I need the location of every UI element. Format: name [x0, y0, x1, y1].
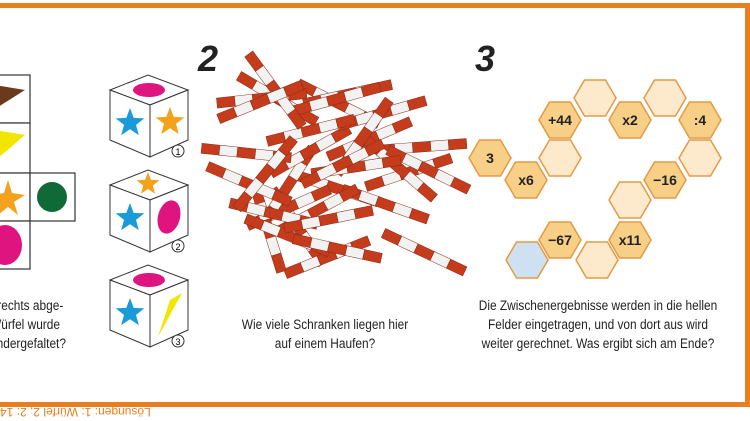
puzzle2-caption: Wie viele Schranken liegen hier auf eine…: [228, 315, 422, 353]
caption-line: Die Zwischenergebnisse werden in die hel…: [478, 298, 718, 313]
puzzle1-caption: r rechts abge- Würfel wurde andergefalte…: [0, 296, 66, 353]
cell-label: −67: [548, 232, 572, 248]
caption-line: andergefaltet?: [0, 336, 66, 351]
result-cell[interactable]: [505, 241, 549, 279]
cell-label: x2: [622, 112, 638, 128]
cube-option-1[interactable]: 1: [108, 74, 190, 158]
operation-cell: x11: [608, 221, 652, 259]
operation-cell: x2: [608, 101, 652, 139]
caption-line: Felder eingetragen, und von dort aus wir…: [488, 317, 708, 332]
cell-label: −16: [653, 172, 677, 188]
cube-number: 1: [175, 147, 180, 157]
page-frame: [0, 3, 750, 407]
answer-cell[interactable]: [575, 241, 619, 279]
barrier-pile: [200, 50, 472, 279]
cell-label: x6: [518, 172, 534, 188]
caption-line: Wie viele Schranken liegen hier: [241, 317, 409, 332]
cube-number: 3: [175, 337, 180, 347]
cell-label: 3: [486, 150, 494, 166]
solutions-footer: Lösungen: 1: Würfel 2, 2: 14: [0, 405, 151, 419]
cell-label: x11: [619, 232, 642, 248]
barrier: [380, 228, 468, 277]
barrier: [299, 138, 386, 189]
triangle-shape: [0, 85, 25, 106]
cell-label: :4: [694, 112, 707, 128]
barrier: [216, 80, 305, 124]
caption-line: weiter gerechnet. Was ergibt sich am End…: [481, 336, 715, 351]
caption-line: auf einem Haufen?: [274, 336, 376, 351]
operation-cell: 3: [468, 139, 512, 177]
operation-cell: :4: [678, 101, 722, 139]
answer-cell[interactable]: [678, 139, 722, 177]
barrier: [283, 205, 374, 234]
answer-cell[interactable]: [573, 79, 617, 117]
barrier: [268, 124, 353, 179]
barrier: [232, 135, 298, 213]
cube-option-2[interactable]: 2: [108, 169, 190, 253]
puzzle3-number: 3: [475, 38, 496, 79]
cube-number: 2: [175, 242, 180, 252]
operation-cell: −67: [538, 221, 582, 259]
puzzle3-caption: Die Zwischenergebnisse werden in die hel…: [466, 296, 730, 353]
operation-cell: x6: [504, 161, 548, 199]
cube-option-3[interactable]: 3: [108, 264, 190, 348]
answer-cell[interactable]: [643, 79, 687, 117]
operation-cell: −16: [643, 161, 687, 199]
answer-cell[interactable]: [608, 181, 652, 219]
cube-net: [0, 74, 76, 270]
puzzle2-number: 2: [198, 38, 219, 79]
cell-label: +44: [548, 112, 572, 128]
caption-line: r rechts abge-: [0, 298, 64, 313]
answer-cell[interactable]: [538, 139, 582, 177]
barrier: [291, 233, 383, 264]
operation-cell: +44: [538, 101, 582, 139]
barrier: [385, 145, 472, 195]
caption-line: Würfel wurde: [0, 317, 60, 332]
